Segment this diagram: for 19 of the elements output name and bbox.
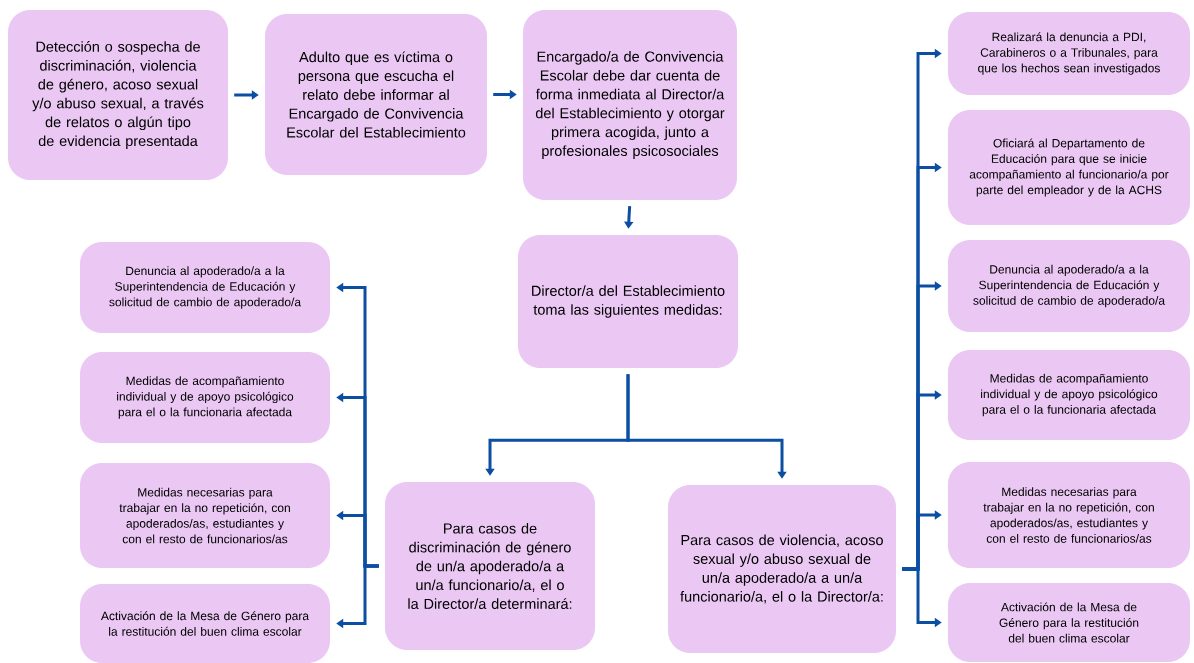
process-box: Activación de la Mesa de Género para la restitución del buen clima escolar bbox=[80, 584, 330, 663]
process-box: Encargado/a de Convivencia Escolar debe dar cuenta de forma inmediata al Director/a del Establecimiento y otorgar primera acogida, junto a profesionales psicosociales bbox=[523, 10, 737, 200]
process-box: Detección o sospecha de discriminación, violencia de género, acoso sexual y/o abuso sexual, a través de relatos o algún tipo de evidencia presentada bbox=[8, 10, 228, 180]
process-box: Director/a del Establecimiento toma las siguientes medidas: bbox=[518, 235, 738, 368]
process-box: Para casos de violencia, acoso sexual y/o abuso sexual de un/a apoderado/a a un/a funcionario/a, el o la Director/a: bbox=[668, 485, 896, 653]
process-box: Realizará la denuncia a PDI, Carabineros o a Tribunales, para que los hechos sean investigados bbox=[948, 12, 1190, 95]
arrow bbox=[626, 374, 787, 479]
process-box: Para casos de discriminación de género de un/a apoderado/a a un/a funcionario/a, el o la Director/a determinará: bbox=[385, 482, 595, 650]
process-box: Adulto que es víctima o persona que escucha el relato debe informar al Encargado de Convivencia Escolar del Establecimiento bbox=[265, 14, 487, 175]
process-box: Medidas de acompañamiento individual y de apoyo psicológico para el o la funcionaria afectada bbox=[948, 350, 1190, 440]
process-box: Denuncia al apoderado/a a la Superintendencia de Educación y solicitud de cambio de apoderado/a bbox=[948, 240, 1190, 332]
process-box: Activación de la Mesa de Género para la restitución del buen clima escolar bbox=[948, 583, 1190, 662]
process-box: Medidas necesarias para trabajar en la no repetición, con apoderados/as, estudiantes y con el resto de funcionarios/as bbox=[948, 462, 1190, 568]
process-box: Oficiará al Departamento de Educación para que se inicie acompañamiento al funcionario/a por parte del empleador y de la ACHS bbox=[948, 110, 1190, 225]
process-box: Denuncia al apoderado/a a la Superintendencia de Educación y solicitud de cambio de apoderado/a bbox=[80, 242, 330, 333]
process-box: Medidas de acompañamiento individual y de apoyo psicológico para el o la funcionaria afectada bbox=[80, 352, 330, 443]
arrow bbox=[336, 564, 379, 629]
process-box: Medidas necesarias para trabajar en la no repetición, con apoderados/as, estudiantes y con el resto de funcionarios/as bbox=[80, 463, 330, 568]
arrow bbox=[624, 206, 634, 229]
